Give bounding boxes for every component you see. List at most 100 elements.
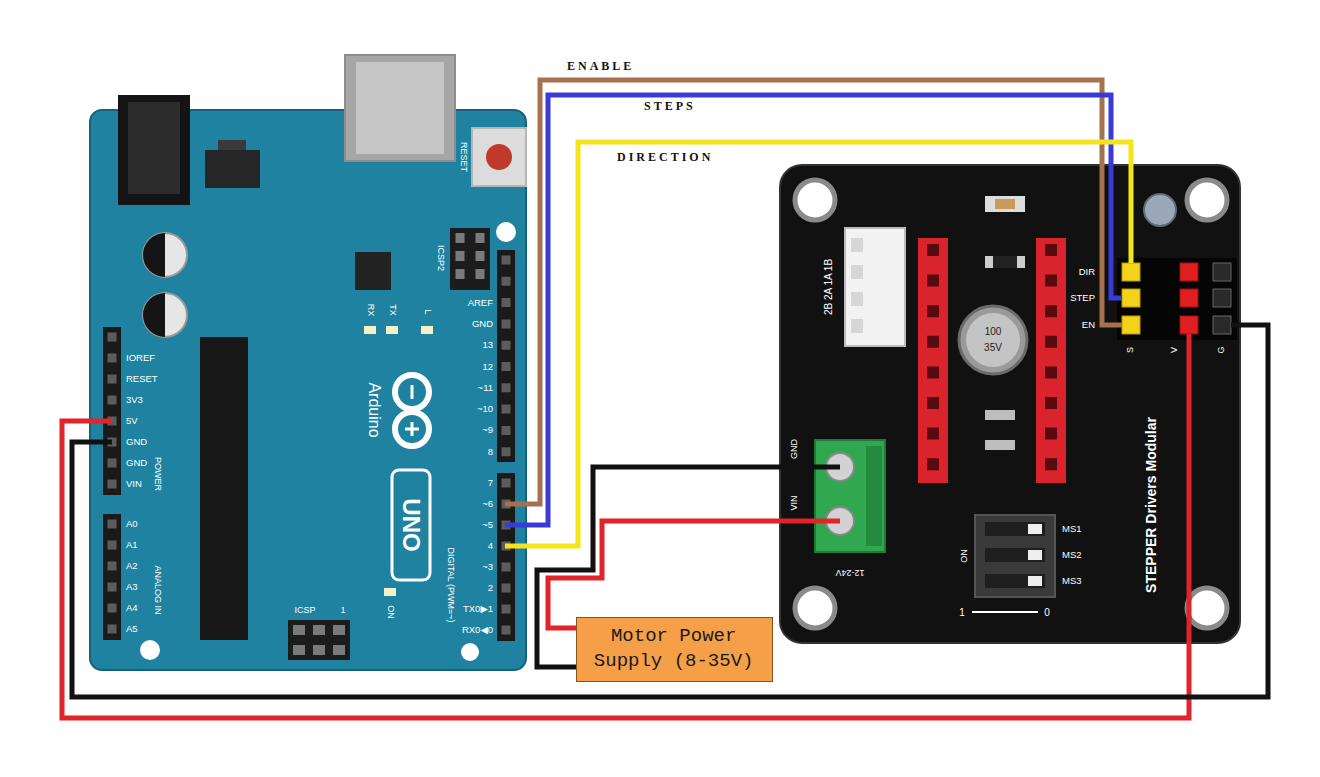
ground-pin [1213, 289, 1231, 307]
pin-label: RESET [126, 374, 158, 384]
led [364, 326, 376, 334]
electrolytic-capacitor [143, 293, 187, 337]
logo-loop [395, 412, 429, 446]
mounting-hole [140, 640, 160, 660]
board-marking: RESET [458, 142, 468, 172]
led [421, 326, 433, 334]
led-label: L [422, 309, 432, 314]
pin-label: A3 [126, 582, 138, 592]
signal-label: EN [1082, 320, 1095, 330]
logo-plus [405, 428, 419, 431]
switch-scale-label: 1 [959, 607, 965, 618]
potentiometer [1144, 194, 1176, 226]
step-wire [505, 95, 1122, 525]
dip-toggle [1028, 550, 1042, 560]
switch-label: MS1 [1062, 524, 1082, 534]
module-title: STEPPER Drivers Modular [1144, 417, 1159, 593]
mounting-hole [795, 180, 835, 220]
usb-connector-face [356, 62, 444, 154]
dc-jack-face [128, 102, 180, 194]
smd-led [985, 196, 1025, 212]
switch-scale-label: 0 [1044, 607, 1050, 618]
pin-label: ~10 [477, 404, 493, 414]
pin-row-label: V [1170, 347, 1180, 353]
pin-label: 7 [488, 478, 493, 488]
wire-label: STEPS [642, 100, 698, 113]
pin-label: ~9 [482, 425, 493, 435]
pin-label: TX0▶1 [463, 604, 493, 614]
switch-scale [972, 611, 1038, 613]
pin-label: RX0◀0 [462, 625, 493, 635]
enable-wire [505, 80, 1122, 504]
electrolytic-capacitor [143, 233, 187, 277]
voltage-rating: 12-24V [835, 567, 864, 577]
power-supply-box: Motor Power Supply (8-35V) [576, 617, 773, 682]
pin-label: VIN [126, 479, 142, 489]
pin-label: A4 [126, 603, 138, 613]
pin-label: 8 [488, 447, 493, 457]
driver-socket [1036, 238, 1066, 483]
header-pins [502, 479, 511, 637]
signal-pin [1122, 263, 1140, 281]
direction-wire [505, 142, 1131, 546]
switch-label: ON [960, 549, 970, 563]
terminal-block-side [866, 446, 882, 546]
logo-minus [411, 385, 414, 399]
dip-toggle [1028, 524, 1042, 534]
dip-slot [985, 574, 1045, 588]
terminal-screw [826, 507, 854, 535]
wire-label: ENABLE [565, 60, 636, 73]
wire-label: DIRECTION [615, 151, 715, 164]
pin-label: IOREF [126, 353, 155, 363]
pin-header-base [1117, 258, 1237, 340]
header-label: DIGITAL (PWM=~) [445, 547, 455, 622]
dip-slot [985, 522, 1045, 536]
led [386, 326, 398, 334]
header-label: ANALOG IN [152, 565, 162, 614]
signal-pin [1122, 316, 1140, 334]
pin-label: A5 [126, 624, 138, 634]
module-capacitor [959, 306, 1027, 374]
signal-label: STEP [1070, 293, 1095, 303]
led [384, 588, 396, 596]
signal-pin [1122, 289, 1140, 307]
smd-part [985, 440, 1015, 450]
terminal-screw [826, 453, 854, 481]
usb-connector [345, 55, 455, 161]
connector-label: 2B 2A 1A 1B [823, 259, 834, 315]
capacitor-top [966, 313, 1020, 367]
pin-label: GND [126, 437, 147, 447]
voltage-regulator [205, 150, 260, 188]
mounting-hole [1187, 180, 1227, 220]
reset-button-body [472, 128, 526, 186]
signal-label: DIR [1079, 267, 1095, 277]
pin-label: A2 [126, 561, 138, 571]
switch-label: MS2 [1062, 550, 1082, 560]
capacitor-marking: 35V [984, 342, 1002, 353]
dip-slot [985, 548, 1045, 562]
header-label: POWER [152, 457, 162, 491]
mounting-hole [496, 222, 516, 242]
connector-slots [851, 238, 863, 340]
ground-pin [1213, 263, 1231, 281]
terminal-block [815, 440, 885, 552]
power-pin [1180, 263, 1198, 281]
pin-label: A1 [126, 540, 138, 550]
icsp2-header [450, 228, 490, 290]
icsp-header [288, 620, 350, 660]
pin-label: 12 [482, 362, 493, 372]
motor-supply-positive-wire [548, 521, 840, 628]
brand-name: Arduino [365, 382, 383, 437]
mounting-hole [1187, 588, 1227, 628]
power-pin [1180, 289, 1198, 307]
model-name: UNO [398, 498, 424, 551]
reset-button [486, 144, 512, 170]
header-pins [293, 645, 345, 655]
logo-loop [395, 375, 429, 409]
pin-row-label: S [1126, 347, 1136, 353]
pin-label: A0 [126, 519, 138, 529]
analog-header [103, 514, 121, 640]
power-header [103, 327, 121, 495]
motor-connector [845, 228, 905, 346]
pin-label: GND [472, 319, 493, 329]
